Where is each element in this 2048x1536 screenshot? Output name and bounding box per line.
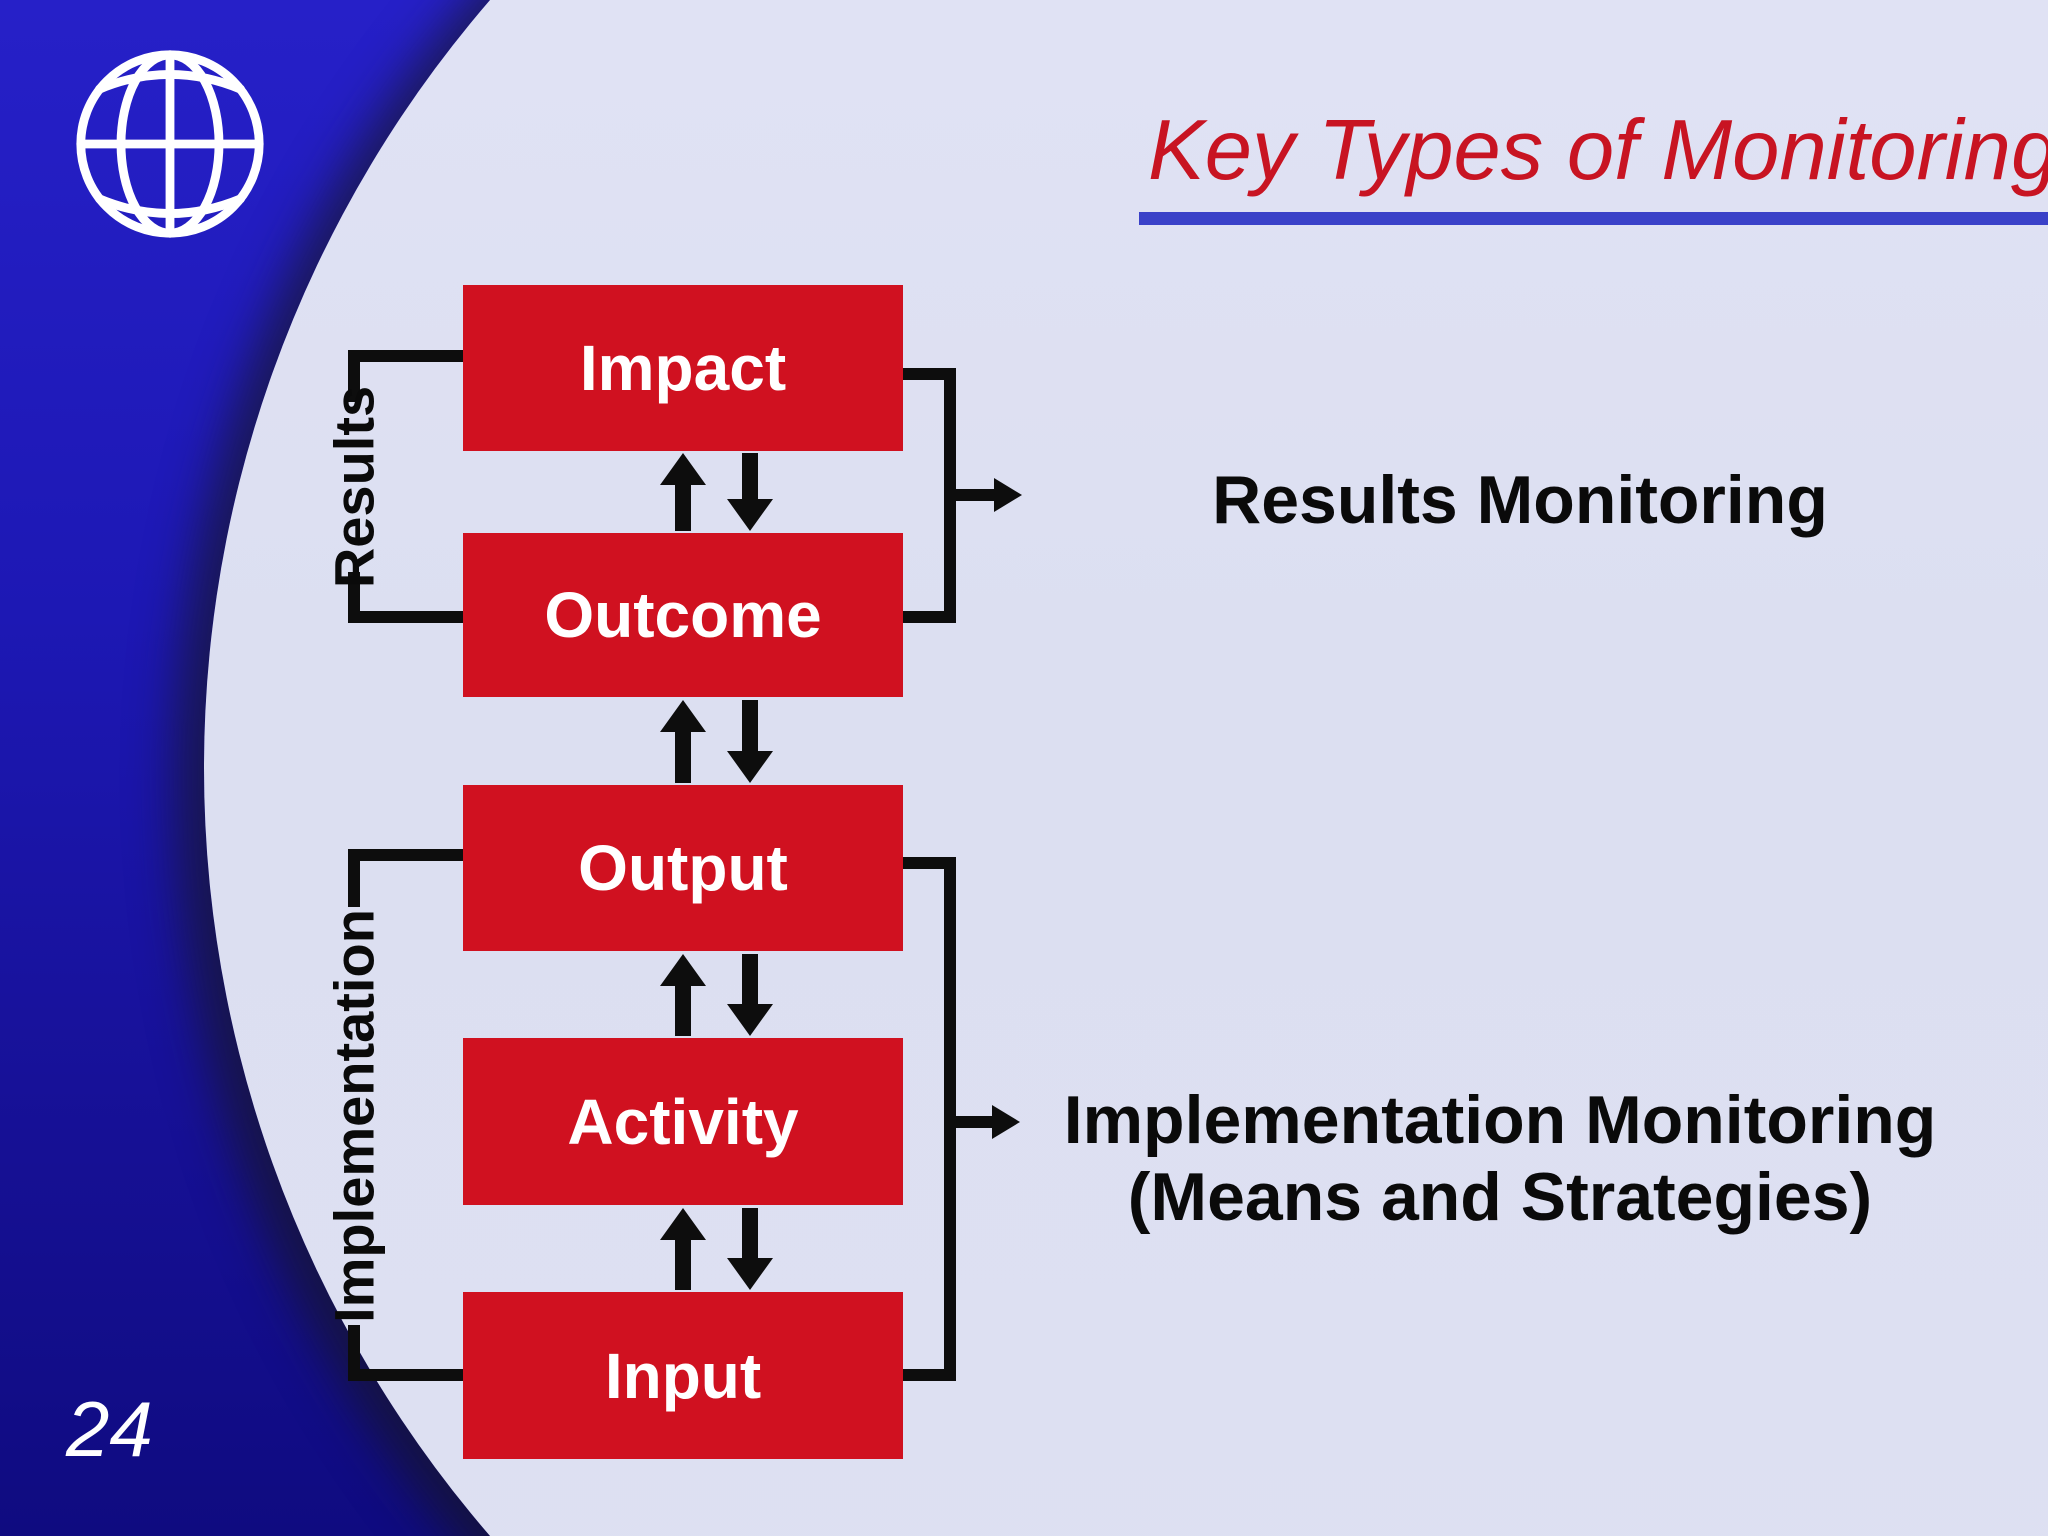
flow-box-label: Impact [579, 332, 787, 404]
arrow-up-icon [660, 453, 706, 531]
arrow-right-icon [992, 1105, 1020, 1139]
bracket-segment [348, 849, 463, 861]
implementation-monitoring-line2: (Means and Strategies) [1127, 1159, 1873, 1235]
bracket-segment [348, 1325, 360, 1381]
bracket-segment [903, 857, 956, 869]
flow-box-label: Activity [567, 1085, 799, 1158]
bracket-segment [348, 350, 463, 362]
arrow-down-icon [727, 954, 773, 1036]
arrow-up-icon [660, 1208, 706, 1290]
page-number: 24 [66, 1385, 153, 1473]
flow-box-label: Outcome [544, 579, 822, 651]
arrow-up-icon [660, 700, 706, 783]
flow-box-impact: Impact [463, 285, 903, 451]
title-underline [1139, 212, 2048, 225]
bracket-segment [348, 1369, 463, 1381]
results-monitoring-label: Results Monitoring [1212, 462, 1828, 538]
flow-box-outcome: Outcome [463, 533, 903, 697]
bracket-segment [903, 1369, 956, 1381]
arrow-right-icon [994, 478, 1022, 512]
arrow-down-icon [727, 453, 773, 531]
flow-box-input: Input [463, 1292, 903, 1459]
results-bracket-label: Results [322, 385, 386, 589]
bracket-segment [348, 611, 463, 623]
bracket-segment [348, 849, 360, 907]
implementation-monitoring-line1: Implementation Monitoring [1063, 1082, 1937, 1158]
arrow-up-icon [660, 954, 706, 1036]
arrow-down-icon [727, 1208, 773, 1290]
globe-icon [76, 50, 264, 238]
flow-box-label: Output [578, 832, 788, 904]
implementation-monitoring-label: Implementation Monitoring (Means and Str… [1040, 1082, 1960, 1236]
bracket-segment [903, 611, 956, 623]
bracket-segment [348, 572, 360, 623]
arrow-right-icon [950, 1116, 992, 1128]
bracket-segment [903, 368, 956, 380]
flow-box-activity: Activity [463, 1038, 903, 1205]
arrow-right-icon [950, 489, 994, 501]
flow-box-label: Input [604, 1339, 762, 1412]
implementation-bracket-label: Implementation [322, 909, 386, 1323]
slide-title: Key Types of Monitoring [1148, 103, 2048, 198]
arrow-down-icon [727, 700, 773, 783]
flow-box-output: Output [463, 785, 903, 951]
bracket-segment [348, 350, 360, 402]
curved-panel-background [204, 0, 2048, 1536]
